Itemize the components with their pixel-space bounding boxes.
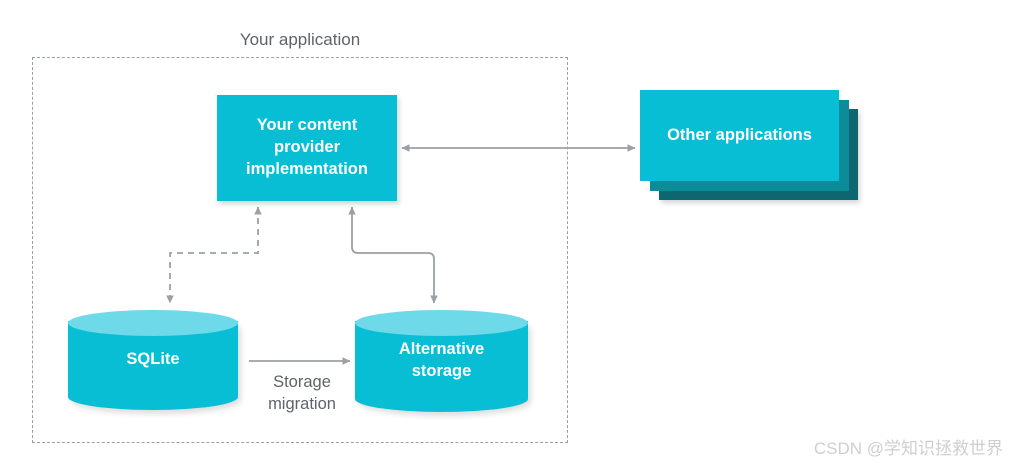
- storage-migration-label-line-1: Storage: [273, 373, 331, 391]
- node-other-applications[interactable]: Other applications: [640, 90, 862, 204]
- alternative-storage-label: Alternative storage: [355, 310, 528, 412]
- other-applications-label: Other applications: [667, 126, 812, 144]
- sqlite-cylinder-top: [68, 310, 238, 336]
- alternative-storage-label-line-2: storage: [411, 362, 472, 380]
- application-boundary: [32, 57, 568, 443]
- alternative-storage-label-line-1: Alternative: [398, 340, 485, 359]
- node-content-provider-label: Your content provider implementation: [246, 115, 368, 180]
- sqlite-label: SQLite: [126, 350, 180, 369]
- node-sqlite[interactable]: SQLite: [68, 310, 241, 414]
- provider-label-line-2: provider: [273, 138, 341, 157]
- alternative-storage-label-inner: Alternative storage: [399, 339, 484, 383]
- provider-label-line-3: implementation: [246, 159, 368, 178]
- storage-migration-label-line-2: migration: [268, 395, 336, 414]
- node-content-provider[interactable]: Your content provider implementation: [217, 95, 397, 201]
- storage-migration-label: Storage migration: [240, 371, 364, 416]
- watermark: CSDN @学知识拯救世界: [813, 439, 1003, 458]
- application-boundary-title: Your application: [239, 30, 361, 49]
- other-applications-stack-layer-front[interactable]: Other applications: [640, 90, 839, 181]
- node-alternative-storage[interactable]: Alternative storage: [355, 310, 531, 416]
- alternative-storage-cylinder-top: [355, 310, 528, 336]
- provider-label-line-1: Your content: [256, 116, 358, 135]
